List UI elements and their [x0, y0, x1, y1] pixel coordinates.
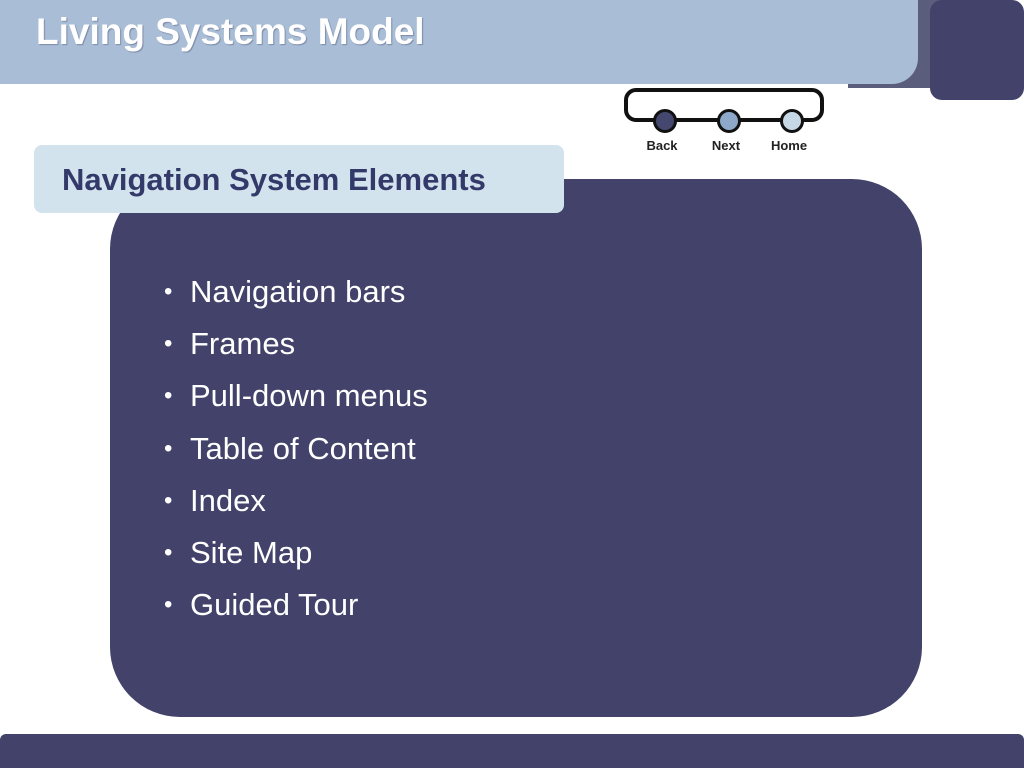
next-label: Next: [711, 138, 741, 153]
next-button[interactable]: Next: [705, 86, 753, 156]
list-item: • Frames: [164, 318, 428, 370]
list-item-text: Frames: [190, 326, 296, 362]
list-item-text: Navigation bars: [190, 274, 406, 309]
subtitle-box: Navigation System Elements: [34, 145, 564, 213]
bullet-icon: •: [164, 330, 173, 358]
back-circle-icon: [653, 109, 677, 133]
home-circle-icon: [780, 109, 804, 133]
next-circle-icon: [717, 109, 741, 133]
list-item: • Guided Tour: [164, 579, 428, 631]
list-item-text: Site Map: [190, 534, 313, 570]
back-button[interactable]: Back: [641, 86, 689, 156]
footer-bar: [0, 734, 1024, 768]
bullet-icon: •: [164, 382, 173, 410]
header-tab: [0, 60, 120, 84]
list-item-text: Table of Content: [190, 430, 416, 466]
bullet-icon: •: [164, 434, 173, 462]
list-item: • Table of Content: [164, 423, 428, 475]
corner-decoration: [930, 0, 1024, 100]
bullet-icon: •: [164, 538, 173, 566]
slide-subtitle: Navigation System Elements: [62, 162, 486, 197]
list-item: • Site Map: [164, 527, 428, 579]
bullet-list: • Navigation bars • Frames • Pull-down menu…: [164, 266, 428, 631]
list-item: • Pull-down menus: [164, 370, 428, 422]
bullet-icon: •: [164, 486, 173, 514]
bullet-icon: •: [164, 591, 173, 619]
bullet-icon: •: [164, 278, 173, 305]
content-panel: [110, 179, 922, 717]
list-item-text: Guided Tour: [190, 587, 359, 623]
list-item: • Index: [164, 475, 428, 527]
home-label: Home: [770, 138, 808, 153]
home-button[interactable]: Home: [768, 86, 816, 156]
list-item-text: Index: [190, 482, 266, 518]
back-label: Back: [646, 138, 678, 153]
navigation-widget: Back Next Home: [622, 86, 830, 160]
header-band: [0, 0, 918, 84]
page-title: Living Systems Model: [36, 11, 425, 52]
list-item: • Navigation bars: [164, 266, 428, 318]
list-item-text: Pull-down menus: [190, 378, 428, 414]
